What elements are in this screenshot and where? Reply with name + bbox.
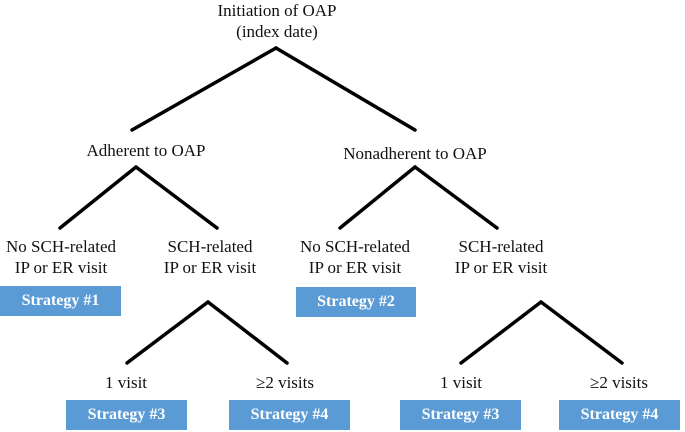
nonadherent-no-visit-node: No SCH-related IP or ER visit	[300, 236, 410, 278]
edge-adherent-visit	[134, 165, 219, 230]
adherent-node: Adherent to OAP	[87, 140, 206, 161]
nonadherent-one-visit-node: 1 visit	[440, 372, 482, 393]
edge-nonadh-visit-one	[459, 300, 543, 365]
root-line1: Initiation of OAP	[217, 1, 337, 20]
nonadherent-no-visit-line2: IP or ER visit	[308, 258, 402, 277]
adherent-visit-line1: SCH-related	[167, 237, 253, 256]
edge-adh-visit-two	[206, 300, 289, 365]
edge-root-nonadherent	[274, 46, 417, 132]
edge-nonadh-visit-two	[539, 300, 624, 365]
nonadherent-two-visits-label: ≥2 visits	[590, 373, 648, 392]
nonadherent-visit-line2: IP or ER visit	[454, 258, 548, 277]
adherent-two-visits-node: ≥2 visits	[256, 372, 314, 393]
strategy-1-box: Strategy #1	[0, 286, 121, 316]
nonadherent-no-visit-line1: No SCH-related	[299, 237, 411, 256]
edge-root-adherent	[130, 46, 278, 132]
edge-nonadherent-visit	[413, 165, 499, 230]
adherent-visit-line2: IP or ER visit	[163, 258, 257, 277]
adherent-one-visit-label: 1 visit	[104, 373, 148, 392]
edge-nonadherent-no-visit	[338, 165, 417, 230]
strategy-4-box-nonadherent: Strategy #4	[559, 400, 680, 430]
adherent-label: Adherent to OAP	[86, 141, 206, 160]
nonadherent-node: Nonadherent to OAP	[343, 143, 487, 164]
adherent-visit-node: SCH-related IP or ER visit	[164, 236, 256, 278]
nonadherent-label: Nonadherent to OAP	[343, 144, 487, 163]
edge-adherent-no-visit	[58, 165, 138, 230]
adherent-one-visit-node: 1 visit	[105, 372, 147, 393]
adherent-two-visits-label: ≥2 visits	[256, 373, 314, 392]
nonadherent-visit-node: SCH-related IP or ER visit	[455, 236, 547, 278]
adherent-no-visit-node: No SCH-related IP or ER visit	[6, 236, 116, 278]
strategy-2-box: Strategy #2	[296, 287, 416, 317]
adherent-no-visit-line1: No SCH-related	[5, 237, 117, 256]
nonadherent-two-visits-node: ≥2 visits	[590, 372, 648, 393]
root-node: Initiation of OAP (index date)	[218, 0, 337, 42]
strategy-3-box-adherent: Strategy #3	[66, 400, 187, 430]
strategy-4-box-adherent: Strategy #4	[229, 400, 350, 430]
strategy-3-box-nonadherent: Strategy #3	[400, 400, 521, 430]
nonadherent-one-visit-label: 1 visit	[439, 373, 483, 392]
root-line2: (index date)	[236, 22, 318, 41]
edge-adh-visit-one	[125, 300, 210, 365]
nonadherent-visit-line1: SCH-related	[458, 237, 544, 256]
adherent-no-visit-line2: IP or ER visit	[14, 258, 108, 277]
